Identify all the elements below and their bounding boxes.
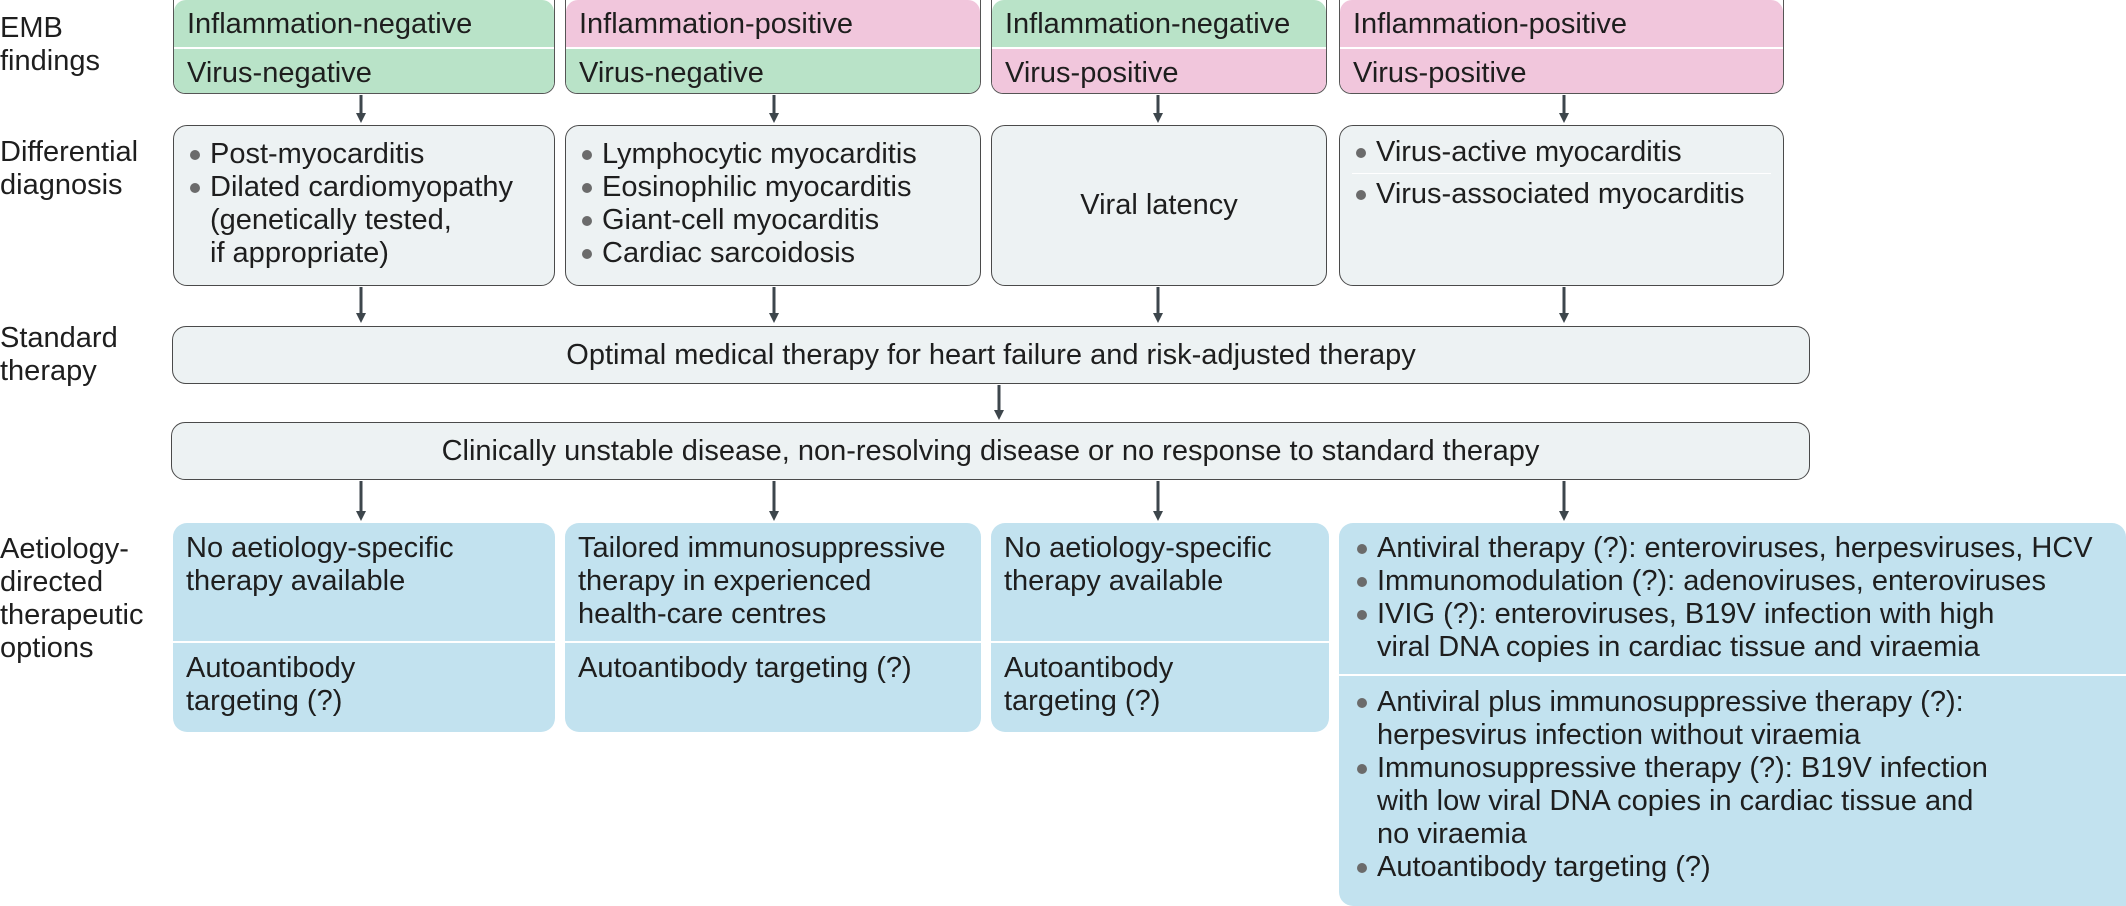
dx-bullet: Dilated cardiomyopathy (186, 171, 554, 204)
dx-box-4: Virus-active myocarditis Virus-associate… (1339, 125, 1784, 286)
unstable-disease-text: Clinically unstable disease, non-resolvi… (441, 434, 1540, 467)
aet-line: therapy available (1004, 565, 1224, 597)
aet-bullet: Immunomodulation (?): adenoviruses, ente… (1353, 565, 2126, 598)
row-label-line: Aetiology- (0, 533, 129, 565)
dx-bullet: Post-myocarditis (186, 138, 554, 171)
row-label-line: therapy (0, 355, 97, 387)
emb-finding-inflam-pos-virus-pos: Inflammation-positive Virus-positive (1339, 0, 1784, 94)
emb-virus-label: Virus-negative (174, 49, 554, 93)
aet-line: No aetiology-specific (1004, 532, 1272, 564)
divider (565, 641, 981, 643)
row-label-line: EMB (0, 12, 63, 44)
aet-line: targeting (?) (186, 685, 343, 717)
emb-inflammation-label: Inflammation-positive (566, 0, 980, 47)
aet-bullet: Antiviral plus immunosuppressive therapy… (1353, 686, 2126, 719)
aet-bullet: IVIG (?): enteroviruses, B19V infection … (1353, 598, 2126, 631)
row-label-differential-diagnosis: Differential diagnosis (0, 136, 138, 202)
row-label-line: Standard (0, 322, 118, 354)
row-label-aetiology-directed: Aetiology- directed therapeutic options (0, 533, 144, 665)
divider (173, 641, 555, 643)
aet-top-section: No aetiology-specific therapy available (173, 523, 555, 641)
standard-therapy-text: Optimal medical therapy for heart failur… (566, 338, 1416, 371)
aet-line: Autoantibody targeting (?) (578, 652, 912, 684)
arrow-group-unstable-to-aet (356, 481, 1569, 521)
row-label-line: options (0, 632, 94, 664)
divider (992, 47, 1326, 49)
aet-bullet: Antiviral therapy (?): enteroviruses, he… (1353, 532, 2126, 565)
aet-top-section: No aetiology-specific therapy available (991, 523, 1329, 641)
aet-line: therapy available (186, 565, 406, 597)
aet-box-3: No aetiology-specific therapy available … (991, 523, 1329, 732)
emb-virus-label: Virus-positive (992, 49, 1326, 93)
arrow-group-dx-to-standard (356, 287, 1569, 323)
emb-virus-label: Virus-negative (566, 49, 980, 93)
emb-inflammation-label: Inflammation-positive (1340, 0, 1783, 47)
divider (991, 641, 1329, 643)
divider (174, 47, 554, 49)
row-label-line: directed (0, 566, 104, 598)
row-label-standard-therapy: Standard therapy (0, 322, 118, 388)
aet-bottom-section: Antiviral plus immunosuppressive therapy… (1339, 676, 2126, 884)
aet-top-section: Tailored immunosuppressive therapy in ex… (565, 523, 981, 641)
divider (1340, 47, 1783, 49)
aet-bullet: Immunosuppressive therapy (?): B19V infe… (1353, 752, 2126, 785)
dx-bullet: Giant-cell myocarditis (578, 204, 980, 237)
aet-line: targeting (?) (1004, 685, 1161, 717)
arrow-group-emb-to-dx (356, 95, 1569, 123)
aet-line: No aetiology-specific (186, 532, 454, 564)
aet-line: health-care centres (578, 598, 827, 630)
aet-top-section: Antiviral therapy (?): enteroviruses, he… (1339, 523, 2126, 674)
row-label-line: diagnosis (0, 169, 123, 201)
emb-virus-label: Virus-positive (1340, 49, 1783, 93)
dx-bullet: Eosinophilic myocarditis (578, 171, 980, 204)
aet-bullet-continuation: viral DNA copies in cardiac tissue and v… (1377, 631, 1980, 663)
emb-inflammation-label: Inflammation-negative (174, 0, 554, 47)
dx-text: Viral latency (1080, 189, 1238, 221)
aet-bullet-continuation: herpesvirus infection without viraemia (1377, 719, 1861, 751)
aet-line: Tailored immunosuppressive (578, 532, 946, 564)
aet-bottom-section: Autoantibody targeting (?) (991, 643, 1329, 718)
standard-therapy-box: Optimal medical therapy for heart failur… (172, 326, 1810, 384)
aet-line: Autoantibody (186, 652, 356, 684)
aet-line: therapy in experienced (578, 565, 872, 597)
row-label-emb-findings: EMB findings (0, 12, 100, 78)
dx-box-3: Viral latency (991, 125, 1327, 286)
divider (1352, 173, 1771, 174)
divider (566, 47, 980, 49)
aet-bullet-continuation: no viraemia (1377, 818, 1527, 850)
dx-bullet: Cardiac sarcoidosis (578, 237, 980, 270)
aet-box-4: Antiviral therapy (?): enteroviruses, he… (1339, 523, 2126, 906)
unstable-disease-box: Clinically unstable disease, non-resolvi… (171, 422, 1810, 480)
dx-bullet: Lymphocytic myocarditis (578, 138, 980, 171)
emb-finding-inflam-neg-virus-neg: Inflammation-negative Virus-negative (173, 0, 555, 94)
aet-bottom-section: Autoantibody targeting (?) (173, 643, 555, 718)
aet-line: Autoantibody (1004, 652, 1174, 684)
row-label-line: therapeutic (0, 599, 144, 631)
dx-bullet-continuation: if appropriate) (210, 237, 389, 269)
dx-box-1: Post-myocarditis Dilated cardiomyopathy … (173, 125, 555, 286)
emb-inflammation-label: Inflammation-negative (992, 0, 1326, 47)
dx-bullet-continuation: (genetically tested, (210, 204, 452, 236)
row-label-line: Differential (0, 136, 139, 168)
dx-bullet: Virus-associated myocarditis (1352, 178, 1783, 211)
aet-box-2: Tailored immunosuppressive therapy in ex… (565, 523, 981, 732)
divider (1339, 674, 2126, 676)
dx-bullet: Virus-active myocarditis (1352, 136, 1783, 169)
aet-bullet: Autoantibody targeting (?) (1353, 851, 2126, 884)
emb-finding-inflam-pos-virus-neg: Inflammation-positive Virus-negative (565, 0, 981, 94)
row-label-line: findings (0, 45, 100, 77)
dx-box-2: Lymphocytic myocarditis Eosinophilic myo… (565, 125, 981, 286)
emb-finding-inflam-neg-virus-pos: Inflammation-negative Virus-positive (991, 0, 1327, 94)
aet-bullet-continuation: with low viral DNA copies in cardiac tis… (1377, 785, 1974, 817)
aet-bottom-section: Autoantibody targeting (?) (565, 643, 981, 685)
aet-box-1: No aetiology-specific therapy available … (173, 523, 555, 732)
